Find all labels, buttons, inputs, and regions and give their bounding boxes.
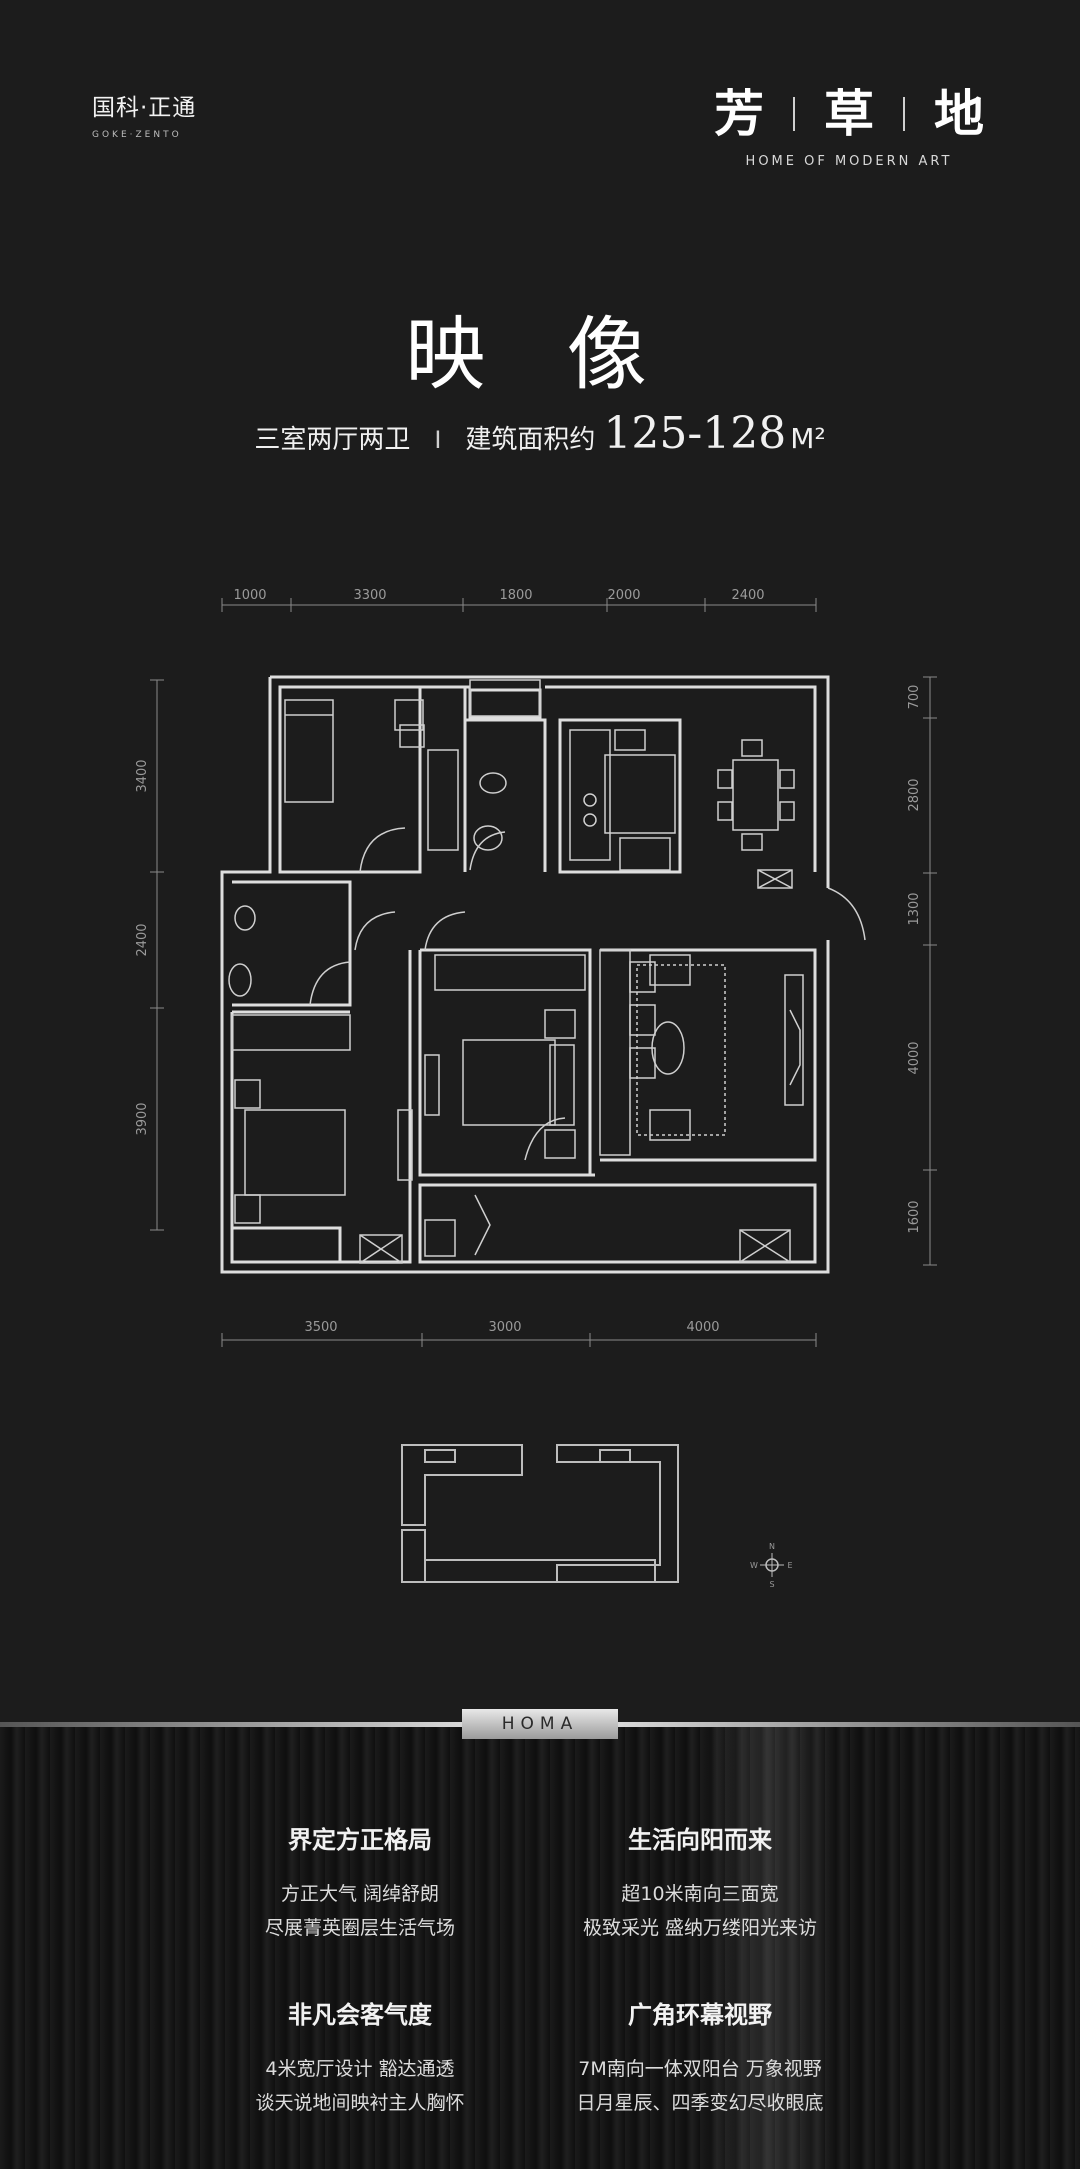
feature-line: 7M南向一体双阳台 万象视野 [578,2058,822,2080]
dim-top-4: 2000 [607,588,640,603]
feature-title: 生活向阳而来 [628,1826,772,1854]
compass-e: E [787,1561,792,1570]
dim-right-4: 4000 [907,1041,922,1074]
feature-2: 生活向阳而来 超10米南向三面宽 极致采光 盛纳万缕阳光来访 [490,1820,910,1945]
feature-line: 方正大气 阔绰舒朗 [280,1883,440,1905]
dimension-lines [150,598,937,1347]
compass: N S W E [750,1542,792,1589]
feature-band [0,1722,1080,2169]
feature-title: 非凡会客气度 [288,2001,432,2029]
door-swings [309,827,866,1256]
feature-line: 日月星辰、四季变幻尽收眼底 [576,2092,824,2114]
dim-left-1: 3400 [135,759,150,792]
dim-top-5: 2400 [731,588,764,603]
developer-logo-cn: 国科·正通 [92,95,197,121]
dim-right-3: 1300 [907,892,922,925]
dimension-labels: 1000 3300 1800 2000 2400 3500 3000 4000 … [135,588,922,1335]
dim-top-2: 3300 [353,588,386,603]
project-logo-char-1: 芳 [714,85,764,143]
project-logo-char-2: 草 [824,85,874,143]
area-unit: M² [790,422,826,455]
compass-w: W [750,1561,758,1570]
compass-s: S [769,1580,774,1589]
dim-left-2: 2400 [135,923,150,956]
area-range: 125-128 [603,408,787,459]
feature-title: 界定方正格局 [288,1826,432,1854]
feature-1: 界定方正格局 方正大气 阔绰舒朗 尽展菁英圈层生活气场 [150,1820,570,1945]
brand-tag: HOMA [462,1709,618,1739]
page-title: 映 像 [405,308,675,401]
feature-title: 广角环幕视野 [628,2001,772,2029]
project-logo-char-3: 地 [934,85,984,143]
furniture [228,679,804,1264]
floor-plan: 1000 3300 1800 2000 2400 3500 3000 4000 … [135,588,937,1589]
project-logo-en: HOME OF MODERN ART [745,154,953,169]
dim-top-3: 1800 [499,588,532,603]
feature-4: 广角环幕视野 7M南向一体双阳台 万象视野 日月星辰、四季变幻尽收眼底 [490,1995,910,2120]
developer-logo-en: GOKE·ZENTO [92,130,182,140]
dim-right-2: 2800 [907,778,922,811]
site-plan [401,1444,679,1583]
feature-line: 超10米南向三面宽 [621,1883,779,1905]
unit-summary: 三室两厅两卫 I 建筑面积约 125-128 M² [0,408,1080,459]
dim-right-1: 700 [907,685,922,710]
developer-logo: 国科·正通 GOKE·ZENTO [92,88,196,140]
logo-divider [903,97,905,131]
area-label: 建筑面积约 [465,425,596,455]
summary-separator: I [434,426,442,454]
feature-line: 4米宽厅设计 豁达通透 [265,2058,455,2080]
project-logo: 芳 草 地 HOME OF MODERN ART [714,86,984,169]
dim-left-3: 3900 [135,1102,150,1135]
dim-bottom-1: 3500 [304,1320,337,1335]
dim-top-1: 1000 [233,588,266,603]
dim-bottom-2: 3000 [488,1320,521,1335]
feature-3: 非凡会客气度 4米宽厅设计 豁达通透 谈天说地间映衬主人胸怀 [150,1995,570,2120]
feature-line: 谈天说地间映衬主人胸怀 [255,2092,465,2114]
feature-line: 尽展菁英圈层生活气场 [264,1917,455,1939]
walls [220,675,830,1274]
dim-right-5: 1600 [907,1200,922,1233]
feature-line: 极致采光 盛纳万缕阳光来访 [582,1917,818,1939]
compass-n: N [769,1542,775,1551]
room-layout: 三室两厅两卫 [254,425,411,455]
dim-bottom-3: 4000 [686,1320,719,1335]
logo-divider [793,97,795,131]
